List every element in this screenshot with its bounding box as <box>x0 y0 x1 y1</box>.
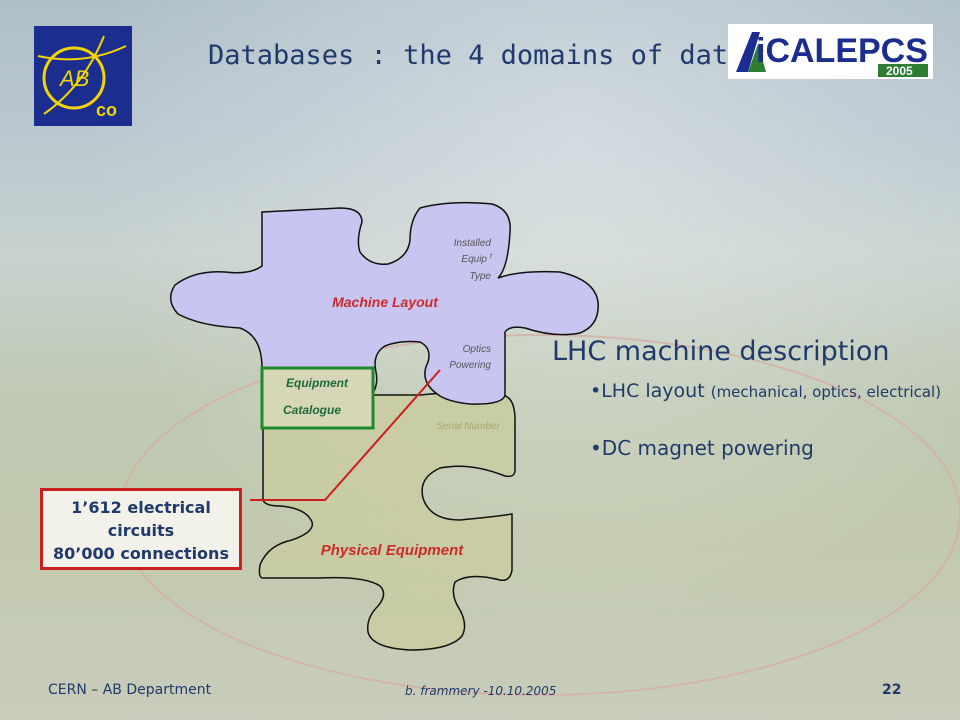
bullet-lhc-layout: •LHC layout (mechanical, optics, electri… <box>590 378 950 406</box>
optics-label: Optics <box>463 344 491 355</box>
page-number: 22 <box>882 682 902 698</box>
ab-co-logo: AB co <box>34 26 132 126</box>
callout-connector <box>250 369 441 501</box>
type-label: Type <box>470 271 492 282</box>
footer-department: CERN – AB Department <box>48 682 212 698</box>
icalepcs-text: iCALEPCS <box>756 32 928 70</box>
callout-line-3: 80’000 connections <box>53 544 229 563</box>
bullet-dc-powering: •DC magnet powering <box>590 436 814 460</box>
callout-line-2: circuits <box>107 521 175 540</box>
icalepcs-year: 2005 <box>886 64 913 78</box>
equip-label: Equip <box>461 254 487 265</box>
co-logo-text: co <box>96 100 117 120</box>
ab-logo-text: AB <box>58 66 89 91</box>
bullet-lhc-layout-main: •LHC layout <box>590 380 711 402</box>
equip-superscript: t <box>490 253 493 260</box>
description-title: LHC machine description <box>552 336 890 367</box>
icalepcs-logo: iCALEPCS 2005 <box>728 24 933 79</box>
physical-equipment-label: Physical Equipment <box>321 542 465 559</box>
serial-number-label: Serial Number <box>436 421 501 432</box>
physical-equipment-piece <box>258 391 516 651</box>
bullet-lhc-layout-detail: (mechanical, optics, electrical) <box>710 383 942 401</box>
page-title: Databases : the 4 domains of data <box>208 40 745 71</box>
circuits-callout: 1’612 electrical circuits 80’000 connect… <box>40 488 242 570</box>
equipment-catalogue-box <box>260 366 375 430</box>
catalogue-label: Catalogue <box>283 403 341 417</box>
installed-label: Installed <box>454 238 492 249</box>
callout-line-1: 1’612 electrical <box>71 498 211 517</box>
machine-layout-label: Machine Layout <box>332 294 439 310</box>
footer-author-date: b. frammery -10.10.2005 <box>405 684 557 698</box>
machine-layout-piece <box>169 201 599 411</box>
equipment-label: Equipment <box>286 376 349 390</box>
powering-label: Powering <box>449 360 491 371</box>
